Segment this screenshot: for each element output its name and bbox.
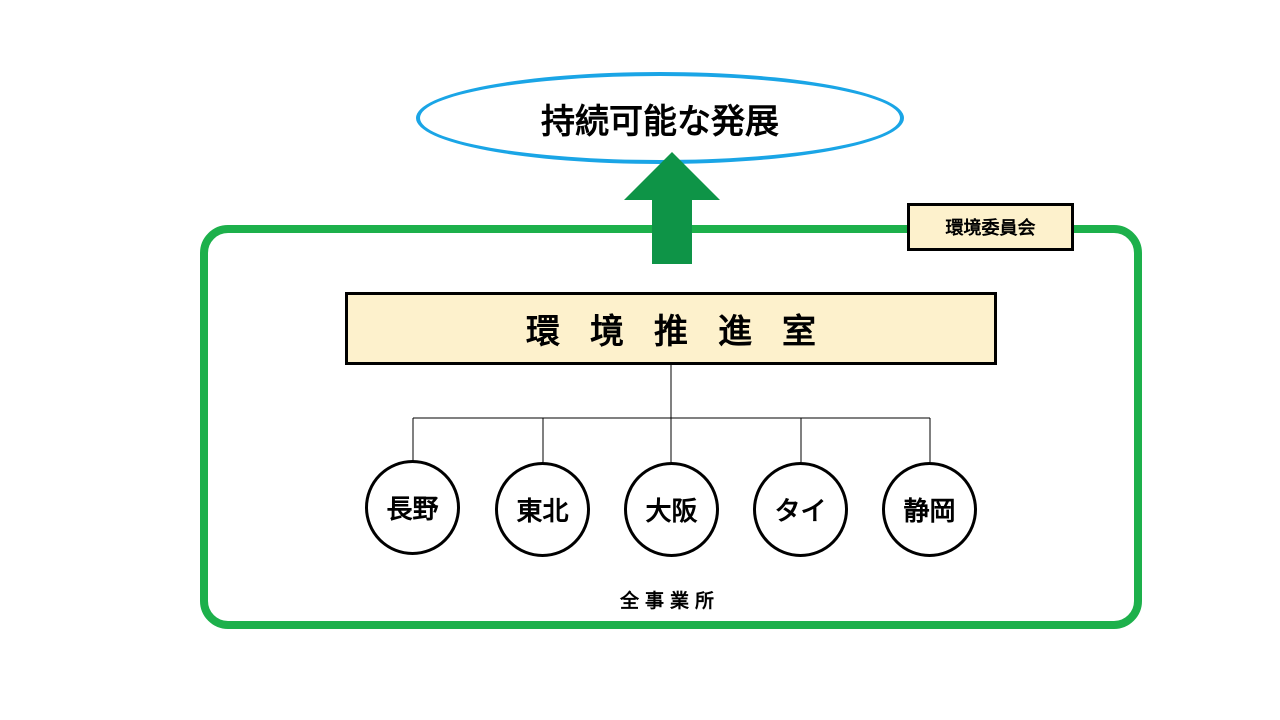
site-label: 東北 bbox=[516, 497, 569, 527]
site-circle-osaka: 大阪 bbox=[624, 462, 719, 557]
all-sites-label: 全事業所 bbox=[619, 590, 720, 612]
goal-ellipse: 持続可能な発展 bbox=[416, 72, 904, 164]
site-circle-shizuoka: 静岡 bbox=[882, 462, 977, 557]
site-label: 静岡 bbox=[903, 497, 956, 527]
site-circle-thailand: タイ bbox=[753, 462, 848, 557]
up-arrow-icon bbox=[624, 152, 720, 264]
site-label: 長野 bbox=[386, 495, 439, 525]
site-label: 大阪 bbox=[645, 497, 698, 527]
office-box: 環境推進室 bbox=[345, 292, 997, 365]
site-label: タイ bbox=[774, 497, 827, 527]
committee-label-box: 環境委員会 bbox=[907, 203, 1074, 251]
site-circle-nagano: 長野 bbox=[365, 460, 460, 555]
office-label: 環境推進室 bbox=[526, 312, 846, 352]
site-circle-tohoku: 東北 bbox=[495, 462, 590, 557]
goal-label: 持続可能な発展 bbox=[541, 101, 779, 142]
committee-label: 環境委員会 bbox=[945, 218, 1036, 239]
